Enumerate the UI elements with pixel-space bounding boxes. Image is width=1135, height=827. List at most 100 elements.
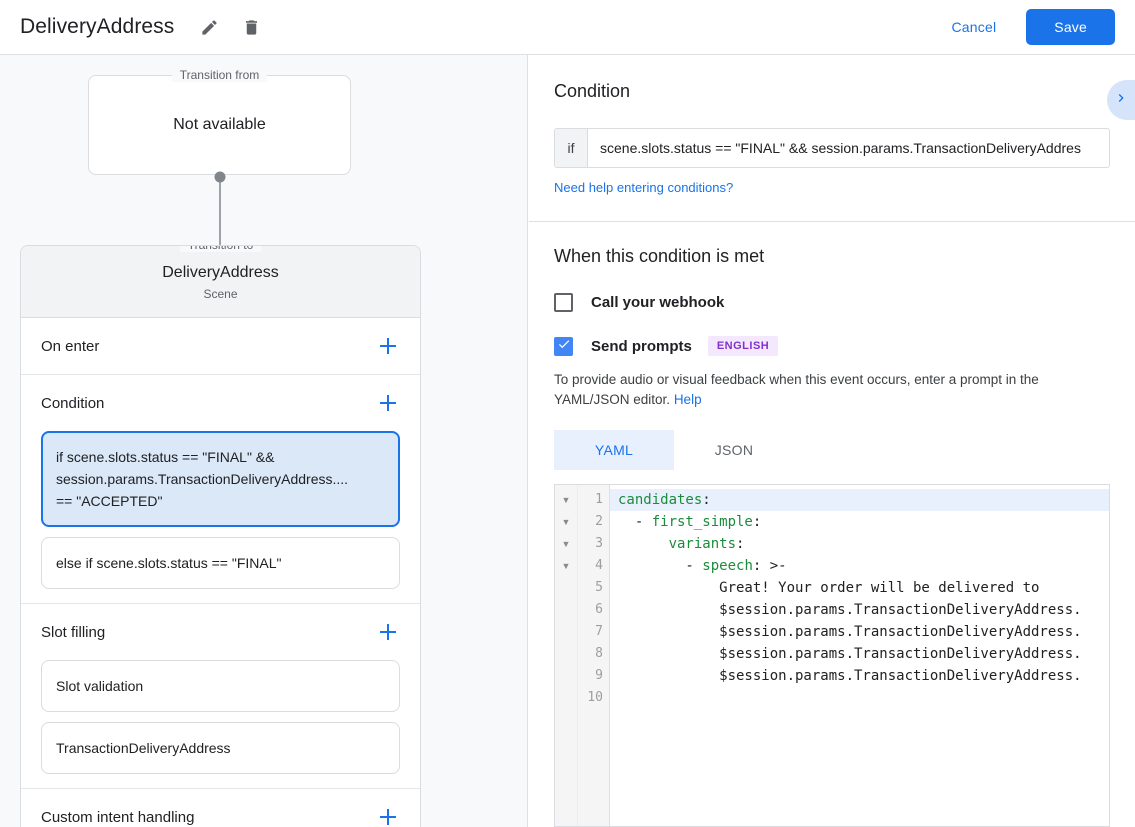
transition-from-legend: Transition from [171, 68, 268, 82]
section-title: Custom intent handling [41, 808, 195, 826]
tab-yaml[interactable]: YAML [554, 430, 674, 470]
delete-button[interactable] [234, 10, 268, 44]
add-icon[interactable] [376, 620, 400, 644]
scene-section: Condition if scene.slots.status == "FINAL… [21, 375, 420, 604]
line-number: 9 [595, 668, 603, 683]
code-token: first_simple [651, 514, 753, 530]
code-token: $session.params.TransactionDeliveryAddre… [618, 668, 1082, 684]
section-header[interactable]: On enter [21, 318, 420, 374]
when-condition-met-section: When this condition is met Call your web… [529, 222, 1135, 827]
fold-toggle-icon[interactable]: ▼ [561, 495, 571, 505]
fold-toggle-icon[interactable]: ▼ [561, 517, 571, 527]
code-line[interactable]: candidates: [610, 489, 1109, 511]
fold-toggle-icon[interactable]: ▼ [561, 561, 571, 571]
edit-button[interactable] [192, 10, 226, 44]
code-line[interactable]: $session.params.TransactionDeliveryAddre… [610, 643, 1109, 665]
line-number: 3 [595, 536, 603, 551]
condition-expression-input[interactable] [588, 129, 1109, 167]
scene-name: DeliveryAddress [162, 264, 279, 281]
section-item-list: if scene.slots.status == "FINAL" && sessi… [21, 431, 420, 603]
code-token: : [702, 492, 711, 508]
fold-spacer [555, 599, 577, 621]
webhook-row: Call your webhook [554, 293, 1110, 312]
if-label: if [555, 129, 588, 167]
list-item-line: session.params.TransactionDeliveryAddres… [56, 471, 349, 487]
page-title: DeliveryAddress [20, 15, 175, 38]
fold-spacer [555, 687, 577, 709]
trash-icon [242, 18, 261, 37]
section-title: Slot filling [41, 623, 106, 641]
code-token: - [618, 514, 652, 530]
prompt-helper-text: To provide audio or visual feedback when… [554, 370, 1110, 410]
code-token: variants [668, 536, 737, 552]
fold-spacer [555, 665, 577, 687]
prompt-helper-sentence: To provide audio or visual feedback when… [554, 372, 1039, 407]
code-token: : >- [752, 558, 787, 574]
code-token: $session.params.TransactionDeliveryAddre… [618, 602, 1082, 618]
section-header[interactable]: Slot filling [21, 604, 420, 660]
line-number: 4 [595, 558, 603, 573]
add-icon[interactable] [376, 334, 400, 358]
call-webhook-label: Call your webhook [591, 294, 725, 311]
top-bar: DeliveryAddress Cancel Save [0, 0, 1135, 55]
content-area: Transition from Not available Transition… [0, 55, 1135, 827]
line-number: 8 [595, 646, 603, 661]
list-item-line: Slot validation [56, 678, 144, 694]
scene-section: On enter [21, 318, 420, 375]
fold-spacer [555, 577, 577, 599]
editor-format-tabs: YAML JSON [554, 430, 1110, 470]
expand-panel-button[interactable] [1107, 80, 1135, 120]
condition-help-link[interactable]: Need help entering conditions? [554, 180, 734, 195]
section-title: Condition [41, 394, 105, 412]
list-item-line: else if scene.slots.status == "FINAL" [56, 555, 282, 571]
list-item[interactable]: else if scene.slots.status == "FINAL" [41, 537, 400, 589]
tab-json[interactable]: JSON [714, 442, 754, 458]
section-header[interactable]: Custom intent handling [21, 789, 420, 827]
transition-to-legend: Transition to [179, 246, 262, 252]
send-prompts-checkbox[interactable] [554, 336, 573, 356]
editor-fold-gutter: ▼ ▼ ▼ ▼ [555, 485, 578, 826]
add-icon[interactable] [376, 391, 400, 415]
section-title: On enter [41, 337, 100, 355]
code-line[interactable]: $session.params.TransactionDeliveryAddre… [610, 665, 1109, 687]
call-webhook-checkbox[interactable] [554, 293, 573, 312]
line-number: 2 [595, 514, 603, 529]
section-header[interactable]: Condition [21, 375, 420, 431]
code-line[interactable]: Great! Your order will be delivered to [610, 577, 1109, 599]
line-number: 1 [595, 492, 603, 507]
list-item-line: if scene.slots.status == "FINAL" && [56, 449, 275, 465]
chevron-right-icon [1113, 90, 1129, 111]
list-item[interactable]: Slot validation [41, 660, 400, 712]
cancel-button[interactable]: Cancel [938, 10, 1011, 44]
list-item-line: TransactionDeliveryAddress [56, 740, 231, 756]
code-line[interactable]: - speech: >- [610, 555, 1109, 577]
when-met-heading: When this condition is met [554, 246, 765, 266]
right-panel: Condition if Need help entering conditio… [529, 55, 1135, 827]
add-icon[interactable] [376, 805, 400, 827]
code-line[interactable]: variants: [610, 533, 1109, 555]
condition-heading: Condition [554, 81, 631, 101]
send-prompts-row: Send prompts ENGLISH [554, 336, 1110, 356]
prompt-help-link[interactable]: Help [673, 392, 702, 407]
code-token: $session.params.TransactionDeliveryAddre… [618, 624, 1082, 640]
code-line[interactable]: $session.params.TransactionDeliveryAddre… [610, 621, 1109, 643]
editor-code-area[interactable]: candidates: - first_simple: variants: - … [610, 485, 1109, 826]
scene-card-header: Transition to DeliveryAddress Scene [21, 246, 420, 318]
list-item[interactable]: if scene.slots.status == "FINAL" && sessi… [41, 431, 400, 527]
fold-toggle-icon[interactable]: ▼ [561, 539, 571, 549]
code-token: : [752, 514, 762, 530]
condition-input-row: if [554, 128, 1110, 168]
send-prompts-label: Send prompts [591, 337, 692, 355]
language-badge: ENGLISH [707, 336, 779, 356]
code-line[interactable]: - first_simple: [610, 511, 1109, 533]
save-button[interactable]: Save [1026, 9, 1115, 45]
scene-section: Custom intent handling [21, 789, 420, 827]
code-line[interactable] [610, 687, 1109, 709]
code-line[interactable]: $session.params.TransactionDeliveryAddre… [610, 599, 1109, 621]
list-item[interactable]: TransactionDeliveryAddress [41, 722, 400, 774]
line-number: 6 [595, 602, 603, 617]
